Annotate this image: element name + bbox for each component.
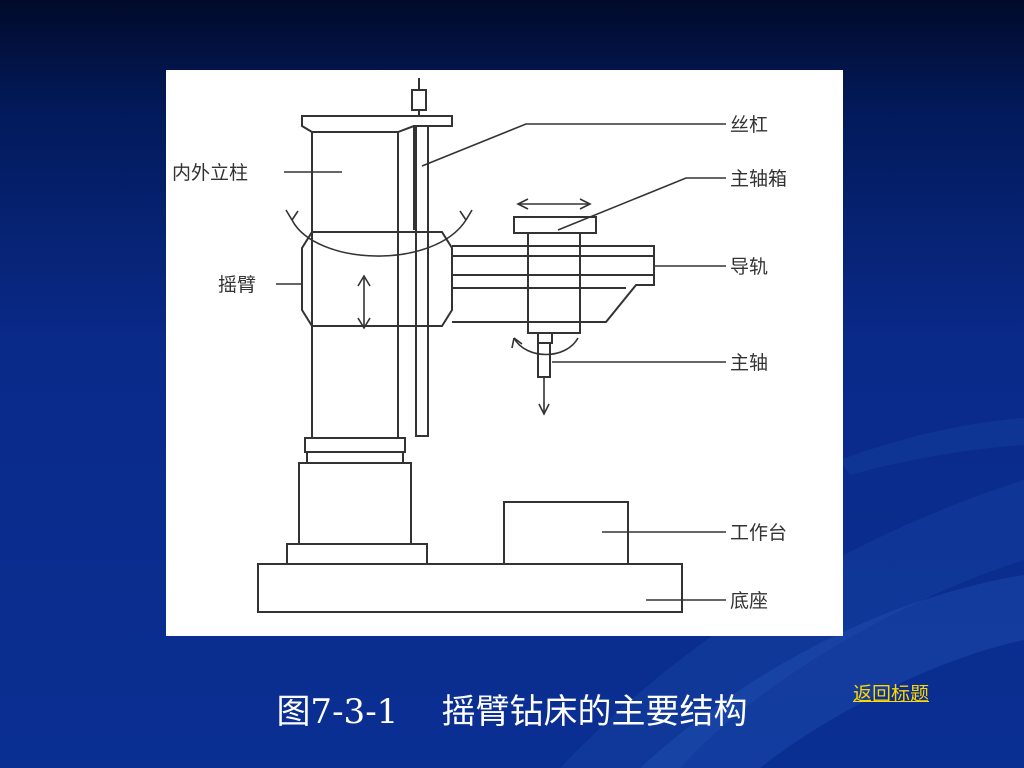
column-collar	[304, 437, 406, 453]
column-rotation-arrow-left	[285, 209, 299, 221]
spindle-rotation-arc	[513, 337, 579, 356]
lower-column-shape	[298, 462, 412, 545]
spindle-collar	[537, 332, 553, 344]
column-cap-shape	[301, 115, 453, 133]
column-foot-shape	[286, 543, 428, 565]
drill-diagram-panel: 丝杠 内外立柱 主轴箱 摇臂 导轨 主轴 工作台 底座	[166, 70, 843, 636]
label-lead-screw: 丝杠	[730, 114, 768, 136]
back-to-title-link[interactable]: 返回标题	[853, 683, 930, 705]
label-headstock: 主轴箱	[730, 168, 787, 190]
rocker-arm-shape	[301, 231, 453, 327]
column-rotation-arrow-right	[459, 209, 473, 221]
lead-screw-shape	[415, 125, 429, 437]
lead-screw-motor	[411, 89, 427, 111]
column-rotation-arc	[291, 219, 467, 257]
headstock-travel-arrowheads	[516, 198, 592, 210]
headstock-body-shape	[527, 232, 581, 334]
base-shape	[257, 563, 683, 613]
spindle-rotation-arrowhead	[511, 337, 523, 349]
leader-headstock	[557, 177, 726, 231]
spindle-shape	[537, 342, 551, 378]
figure-caption: 图7-3-1 摇臂钻床的主要结构	[276, 692, 748, 732]
label-rocker-arm: 摇臂	[218, 274, 256, 296]
worktable-shape	[503, 501, 629, 565]
spindle-feed-arrowhead	[538, 403, 550, 416]
label-guide-rail: 导轨	[730, 256, 768, 278]
label-worktable: 工作台	[730, 522, 787, 544]
column-ring-lower	[306, 451, 404, 464]
label-column: 内外立柱	[172, 162, 248, 184]
arm-beam-shape	[452, 245, 655, 323]
arm-travel-arrowheads	[357, 274, 371, 330]
label-base: 底座	[730, 590, 768, 612]
radial-drill-diagram: 丝杠 内外立柱 主轴箱 摇臂 导轨 主轴 工作台 底座	[172, 78, 787, 613]
label-spindle: 主轴	[730, 352, 768, 374]
leader-lead-screw	[421, 123, 726, 167]
